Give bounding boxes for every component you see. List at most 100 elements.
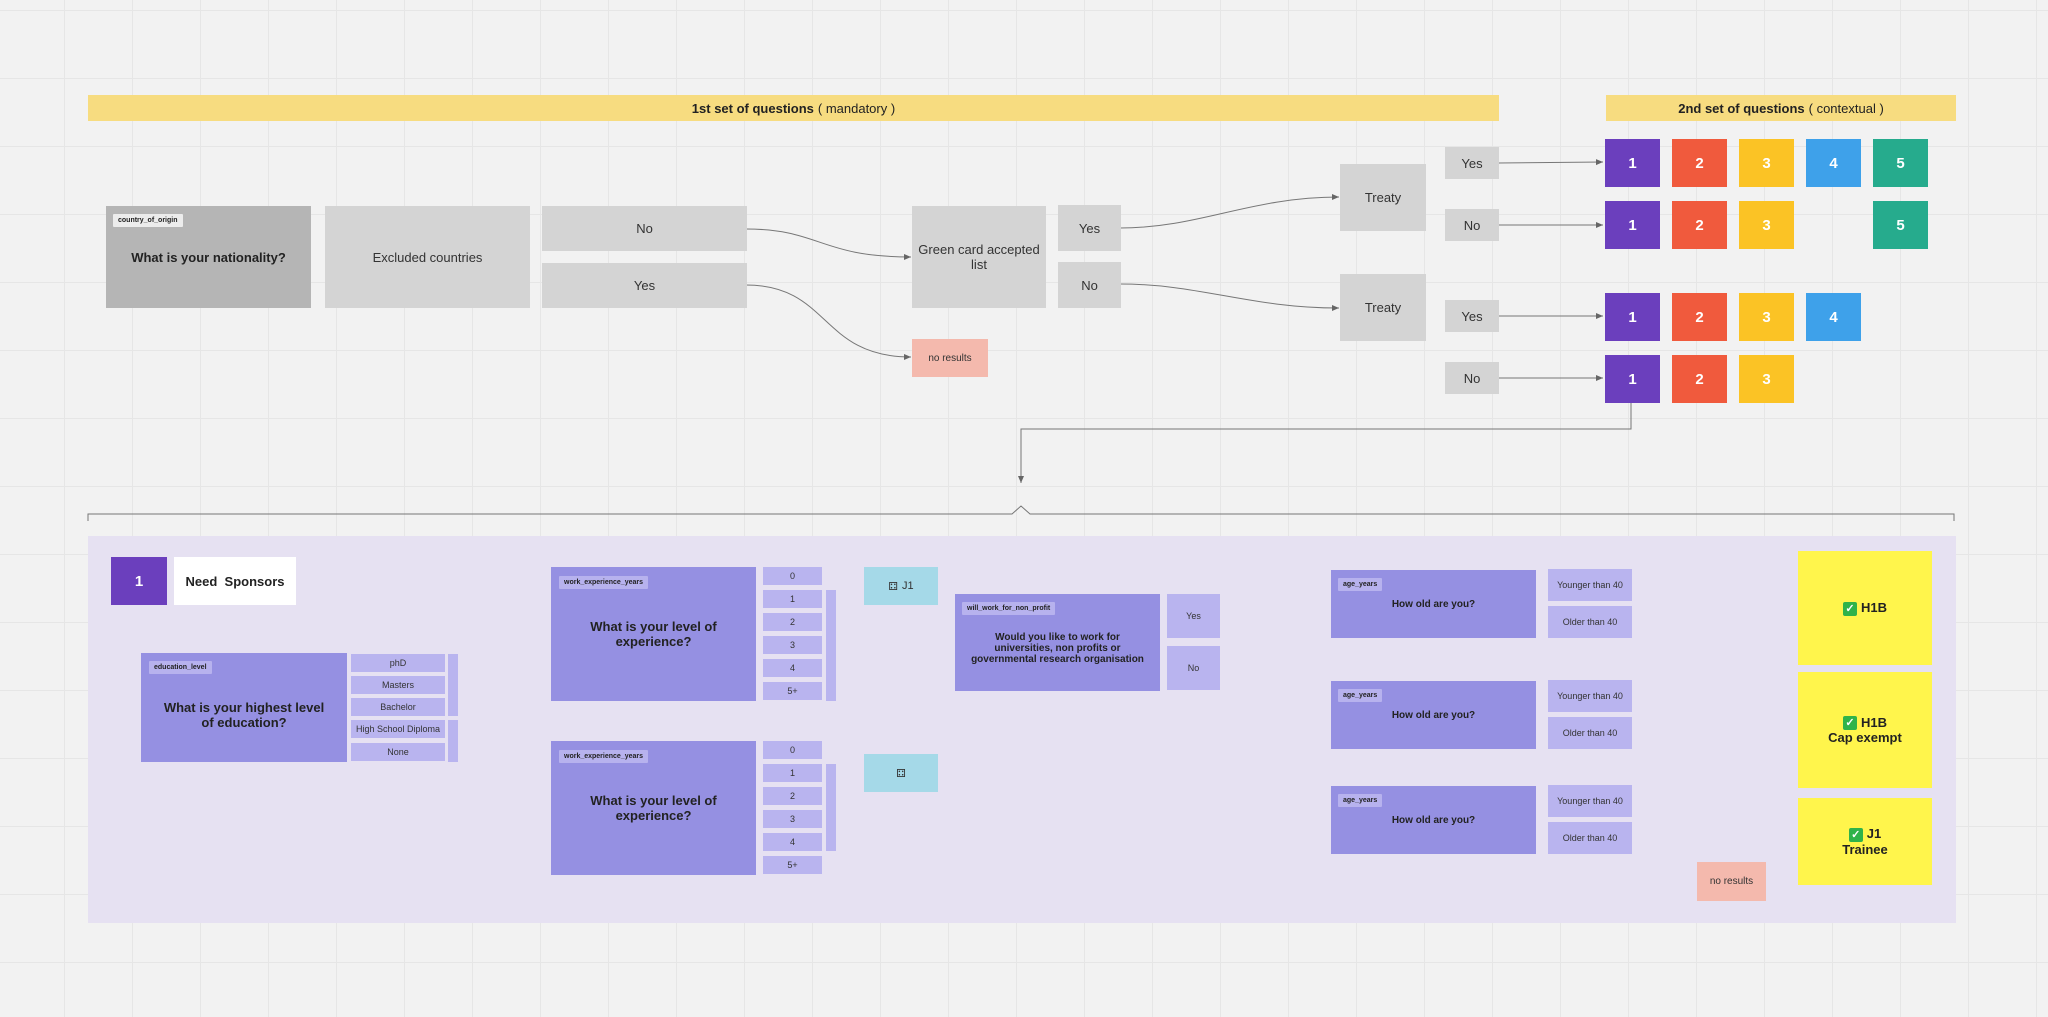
treaty-card-2[interactable]: Treaty	[1340, 274, 1426, 341]
outcome-subtitle: Cap exempt	[1828, 730, 1902, 746]
banner-contextual-note: ( contextual )	[1808, 100, 1884, 116]
checkmark-icon: ✓	[1848, 827, 1863, 842]
age-younger-option[interactable]: Younger than 40	[1548, 785, 1632, 817]
category-square-1[interactable]: 1	[1605, 139, 1660, 187]
experience-card-1[interactable]: work_experience_years What is your level…	[551, 567, 756, 701]
experience-option[interactable]: 3	[763, 636, 822, 654]
nonprofit-card[interactable]: will_work_for_non_profit Would you like …	[955, 594, 1160, 691]
excluded-countries-card[interactable]: Excluded countries	[325, 206, 530, 308]
category-square-1[interactable]: 1	[1605, 201, 1660, 249]
green-card-no-card[interactable]: No	[1058, 262, 1121, 308]
experience-card-2[interactable]: work_experience_years What is your level…	[551, 741, 756, 875]
result-j1-box[interactable]: ⚃ J1	[864, 567, 938, 605]
age-card-2[interactable]: age_years How old are you?	[1331, 681, 1536, 749]
age-older-option[interactable]: Older than 40	[1548, 717, 1632, 749]
outcome-h1b[interactable]: ✓H1B	[1798, 551, 1932, 665]
square-number: 5	[1896, 154, 1905, 172]
experience-title: What is your level of experience?	[590, 619, 717, 649]
banner-contextual: 2nd set of questions ( contextual )	[1606, 95, 1956, 121]
category-square-2[interactable]: 2	[1672, 355, 1727, 403]
square-number: 3	[1762, 154, 1771, 172]
treaty-answer-label: No	[1463, 370, 1481, 386]
result-empty-box[interactable]: ⚃	[864, 754, 938, 792]
excluded-no-card[interactable]: No	[542, 206, 747, 251]
option-label: Older than 40	[1562, 617, 1618, 627]
treaty-answer-label: Yes	[1461, 308, 1483, 324]
experience-option[interactable]: 0	[763, 567, 822, 585]
experience-option[interactable]: 0	[763, 741, 822, 759]
green-card-list-card[interactable]: Green card accepted list	[912, 206, 1046, 308]
education-option-none[interactable]: None	[351, 743, 445, 761]
nonprofit-yes[interactable]: Yes	[1167, 594, 1220, 638]
education-title: What is your highest level of education?	[163, 699, 325, 730]
category-square-3[interactable]: 3	[1739, 355, 1794, 403]
option-label: 3	[789, 814, 795, 824]
outcome-h1b-cap-exempt[interactable]: ✓H1B Cap exempt	[1798, 672, 1932, 788]
education-option-high-school[interactable]: High School Diploma	[351, 720, 445, 738]
category-square-3[interactable]: 3	[1739, 139, 1794, 187]
treaty-answer-3[interactable]: Yes	[1445, 300, 1499, 332]
category-square-1[interactable]: 1	[1605, 293, 1660, 341]
age-younger-option[interactable]: Younger than 40	[1548, 569, 1632, 601]
excluded-yes-card[interactable]: Yes	[542, 263, 747, 308]
age-older-option[interactable]: Older than 40	[1548, 822, 1632, 854]
category-square-4[interactable]: 4	[1806, 139, 1861, 187]
category-square-3[interactable]: 3	[1739, 201, 1794, 249]
age-title: How old are you?	[1391, 709, 1476, 721]
option-label: None	[387, 747, 409, 757]
option-label: 0	[789, 745, 795, 755]
category-square-3[interactable]: 3	[1739, 293, 1794, 341]
treaty-answer-1[interactable]: Yes	[1445, 147, 1499, 179]
category-square-1[interactable]: 1	[1605, 355, 1660, 403]
category-square-5[interactable]: 5	[1873, 139, 1928, 187]
experience-option[interactable]: 5+	[763, 856, 822, 874]
treaty-answer-4[interactable]: No	[1445, 362, 1499, 394]
square-number: 3	[1762, 370, 1771, 388]
education-group-bar	[448, 654, 458, 716]
age-tag: age_years	[1338, 689, 1383, 702]
education-option-phd[interactable]: phD	[351, 654, 445, 672]
treaty-label-2: Treaty	[1364, 300, 1402, 315]
category-square-5[interactable]: 5	[1873, 201, 1928, 249]
experience-tag: work_experience_years	[559, 576, 648, 589]
outcome-j1-trainee[interactable]: ✓J1 Trainee	[1798, 798, 1932, 885]
option-label: 2	[789, 791, 795, 801]
option-label: No	[1187, 663, 1200, 673]
nonprofit-tag: will_work_for_non_profit	[962, 602, 1056, 615]
option-label: Older than 40	[1562, 833, 1618, 843]
education-option-bachelor[interactable]: Bachelor	[351, 698, 445, 716]
nationality-card[interactable]: country_of_origin What is your nationali…	[106, 206, 311, 308]
experience-option[interactable]: 1	[763, 590, 822, 608]
no-results-bottom: no results	[1697, 862, 1766, 901]
experience-option[interactable]: 3	[763, 810, 822, 828]
option-label: 4	[789, 837, 795, 847]
experience-option[interactable]: 1	[763, 764, 822, 782]
treaty-answer-label: Yes	[1461, 155, 1483, 171]
experience-option[interactable]: 4	[763, 833, 822, 851]
experience-option[interactable]: 4	[763, 659, 822, 677]
education-card[interactable]: education_level What is your highest lev…	[141, 653, 347, 762]
education-option-masters[interactable]: Masters	[351, 676, 445, 694]
treaty-card-1[interactable]: Treaty	[1340, 164, 1426, 231]
option-label: High School Diploma	[355, 724, 441, 734]
experience-option[interactable]: 5+	[763, 682, 822, 700]
age-card-1[interactable]: age_years How old are you?	[1331, 570, 1536, 638]
category-square-4[interactable]: 4	[1806, 293, 1861, 341]
age-younger-option[interactable]: Younger than 40	[1548, 680, 1632, 712]
outcome-title: H1B	[1860, 600, 1887, 616]
experience-option[interactable]: 2	[763, 787, 822, 805]
nonprofit-no[interactable]: No	[1167, 646, 1220, 690]
banner-mandatory: 1st set of questions ( mandatory )	[88, 95, 1499, 121]
category-square-2[interactable]: 2	[1672, 201, 1727, 249]
option-label: 3	[789, 640, 795, 650]
category-square-2[interactable]: 2	[1672, 139, 1727, 187]
option-label: 1	[789, 768, 795, 778]
option-label: phD	[389, 658, 407, 668]
green-card-yes-card[interactable]: Yes	[1058, 205, 1121, 251]
age-card-3[interactable]: age_years How old are you?	[1331, 786, 1536, 854]
category-square-2[interactable]: 2	[1672, 293, 1727, 341]
age-older-option[interactable]: Older than 40	[1548, 606, 1632, 638]
nonprofit-title: Would you like to work for universities,…	[971, 632, 1144, 665]
experience-option[interactable]: 2	[763, 613, 822, 631]
treaty-answer-2[interactable]: No	[1445, 209, 1499, 241]
